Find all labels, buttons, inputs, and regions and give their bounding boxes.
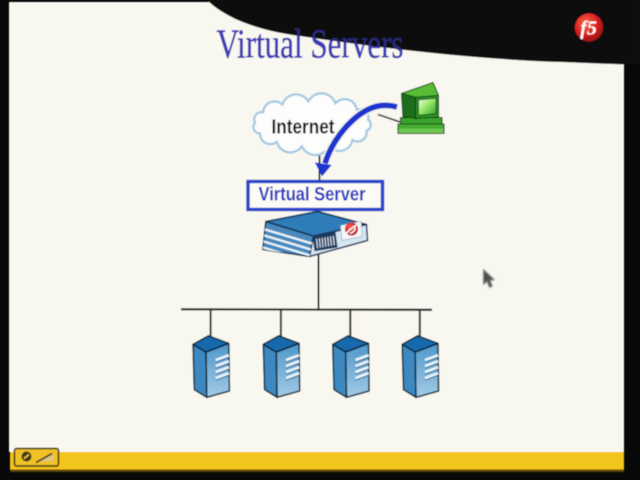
svg-text:Internet: Internet (272, 117, 335, 139)
svg-text:f5: f5 (580, 18, 597, 40)
svg-text:Virtual Server: Virtual Server (259, 184, 366, 206)
